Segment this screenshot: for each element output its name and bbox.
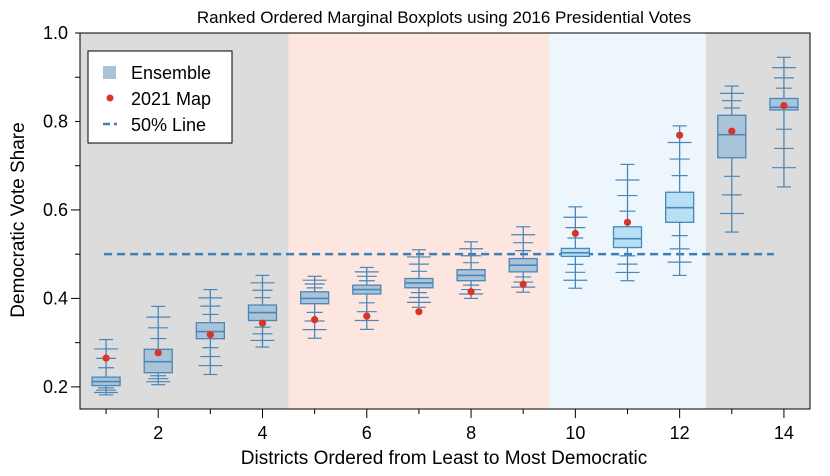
background-region-4: [705, 33, 810, 409]
y-tick-label-0.6: 0.6: [43, 200, 68, 220]
chart-title: Ranked Ordered Marginal Boxplots using 2…: [197, 8, 691, 27]
boxplot-district-10: [560, 206, 591, 289]
boxplot-district-3: [195, 288, 226, 376]
y-tick-label-0.2: 0.2: [43, 377, 68, 397]
y-tick-labels: 0.2 0.4 0.6 0.8 1.0: [43, 23, 68, 397]
box: [612, 226, 643, 249]
map-2021-point-11: [623, 218, 632, 226]
map-2021-point-2: [154, 349, 162, 357]
y-tick-label-0.4: 0.4: [43, 288, 68, 308]
legend-map-dot: [106, 94, 114, 102]
y-axis-label: Democratic Vote Share: [8, 122, 29, 317]
box: [195, 322, 226, 340]
map-2021-point-8: [467, 288, 475, 296]
map-2021-point-7: [415, 308, 423, 316]
plot-frame: [79, 32, 811, 410]
boxplot-district-8: [456, 241, 486, 300]
map-2021-point-1: [102, 354, 110, 362]
boxplot-district-13: [717, 85, 747, 233]
legend: Ensemble 2021 Map 50% Line: [87, 50, 233, 144]
x-tick-label-12: 12: [670, 423, 690, 443]
boxplot-district-12: [664, 125, 695, 277]
map-2021-point-13: [728, 127, 736, 135]
map-2021-points: [102, 101, 788, 362]
x-tick-label-2: 2: [153, 423, 163, 443]
legend-ensemble-label: Ensemble: [131, 63, 211, 83]
boxplot-district-6: [352, 266, 382, 330]
x-tick-label-4: 4: [257, 423, 267, 443]
x-axis-label: Districts Ordered from Least to Most Dem…: [241, 448, 648, 469]
x-tick-label-8: 8: [466, 423, 476, 443]
map-2021-point-9: [519, 280, 527, 288]
box: [717, 114, 747, 159]
y-tick-label-1: 1.0: [43, 23, 68, 43]
map-2021-point-14: [780, 101, 788, 110]
map-2021-point-5: [311, 316, 319, 324]
map-2021-point-3: [206, 331, 214, 339]
legend-fifty-label: 50% Line: [131, 115, 206, 135]
map-2021-point-12: [676, 131, 684, 139]
x-tick-labels: 2 4 6 8 10 12 14: [153, 423, 794, 443]
x-tick-label-14: 14: [774, 423, 794, 443]
y-tick-label-0.8: 0.8: [43, 111, 68, 131]
legend-ensemble-swatch: [103, 66, 116, 79]
map-2021-point-10: [571, 229, 579, 237]
ensemble-boxplots: [91, 56, 799, 396]
boxplot-district-1: [91, 338, 121, 396]
x-tick-label-6: 6: [362, 423, 372, 443]
background-region-2: [288, 33, 550, 409]
tick-marks: [71, 32, 785, 418]
map-2021-point-6: [363, 312, 371, 320]
legend-map-label: 2021 Map: [131, 89, 211, 109]
boxplot-district-7: [404, 249, 434, 308]
map-2021-point-4: [258, 319, 267, 327]
x-tick-label-10: 10: [565, 423, 585, 443]
boxplot-district-11: [612, 163, 643, 282]
